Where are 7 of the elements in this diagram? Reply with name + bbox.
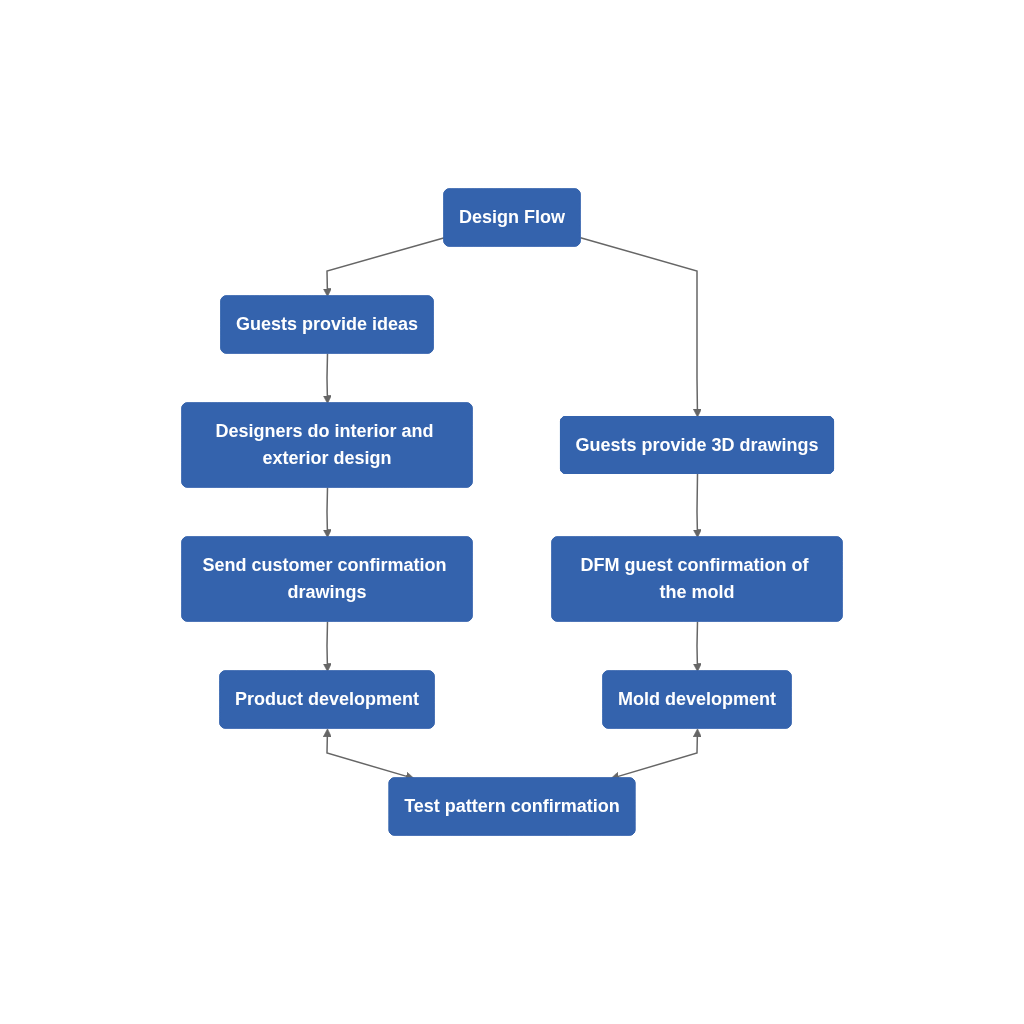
arrow — [692, 473, 702, 538]
arrow — [322, 352, 332, 404]
arrow — [692, 620, 702, 672]
arrow — [322, 236, 446, 297]
arrow — [322, 620, 332, 672]
arrow — [322, 486, 332, 538]
arrow — [579, 236, 702, 418]
